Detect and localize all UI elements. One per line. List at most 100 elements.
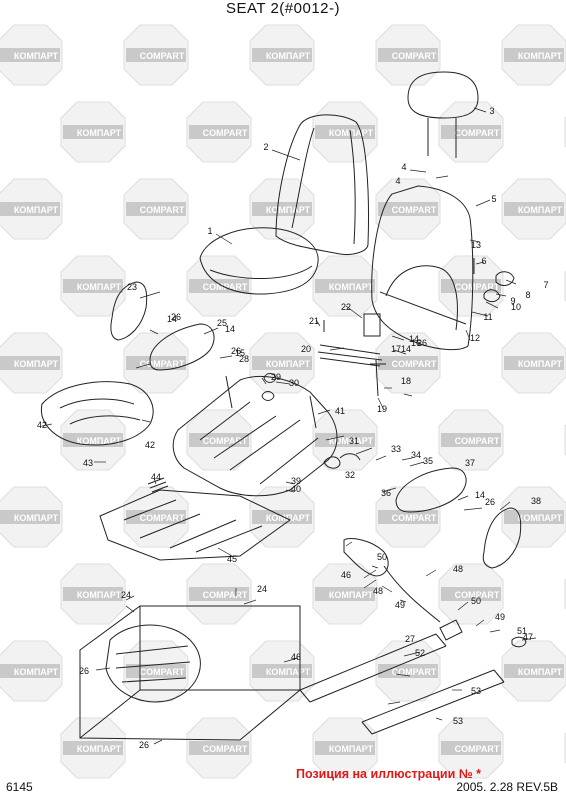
watermark-text: КОМПАРТ xyxy=(77,436,122,446)
leader-line xyxy=(465,329,471,341)
watermark-text: КОМПАРТ xyxy=(266,513,311,523)
leader-line xyxy=(485,301,499,309)
part-callout-label: 53 xyxy=(453,716,463,726)
watermark-mark: КОМПАРТ xyxy=(249,24,315,86)
part-callout-label: 40 xyxy=(291,484,301,494)
part-callout-label: 5 xyxy=(491,194,496,204)
watermark-text: COMPART xyxy=(140,51,185,61)
watermark-mark: КОМПАРТ xyxy=(249,332,315,394)
leader-line xyxy=(325,435,345,441)
part-callout-label: 50 xyxy=(377,552,387,562)
watermark-mark: COMPART xyxy=(375,24,441,86)
watermark-mark: COMPART xyxy=(438,563,504,625)
leader-line xyxy=(149,329,159,335)
watermark-text: COMPART xyxy=(392,51,437,61)
part-7-knob xyxy=(495,271,515,286)
part-9-knob xyxy=(483,289,501,303)
part-callout-label: 14 xyxy=(401,344,411,354)
part-callout-label: 13 xyxy=(471,240,481,250)
watermark-mark: КОМПАРТ xyxy=(501,332,566,394)
leader-line xyxy=(393,349,407,355)
part-callout-label: 24 xyxy=(257,584,267,594)
watermark-mark: КОМПАРТ xyxy=(60,101,126,163)
part-callout-label: 45 xyxy=(227,554,237,564)
watermark-text: КОМПАРТ xyxy=(266,205,311,215)
leader-line xyxy=(261,377,267,385)
part-callout-label: 14 xyxy=(225,324,235,334)
watermark-mark: КОМПАРТ xyxy=(249,486,315,548)
leader-line xyxy=(217,547,233,557)
part-callout-label: 51 xyxy=(517,626,527,636)
watermark-text: COMPART xyxy=(392,667,437,677)
watermark-mark: COMPART xyxy=(375,486,441,548)
part-callout-label: 21 xyxy=(309,316,319,326)
part-44-base-frame xyxy=(99,489,291,561)
watermark-mark: COMPART xyxy=(123,332,189,394)
part-28-washer xyxy=(263,373,277,383)
part-31-hook xyxy=(323,456,341,469)
leader-line xyxy=(271,149,301,161)
part-40-frame xyxy=(172,375,338,497)
revision-date: 2005. 2.28 REV.5B xyxy=(456,780,558,794)
leader-line xyxy=(377,397,385,411)
part-callout-label: 26 xyxy=(139,740,149,750)
watermark-mark: COMPART xyxy=(186,717,252,779)
watermark-mark: КОМПАРТ xyxy=(0,178,63,240)
part-13-back-frame xyxy=(371,185,474,351)
part-50-buckle-end xyxy=(439,619,527,648)
part-callout-label: 26 xyxy=(417,338,427,348)
part-callout-label: 26 xyxy=(231,346,241,356)
part-callout-label: 14 xyxy=(167,314,177,324)
leader-line xyxy=(475,199,491,207)
watermark-text: КОМПАРТ xyxy=(14,51,59,61)
watermark-text: COMPART xyxy=(392,205,437,215)
part-callout-label: 39 xyxy=(291,476,301,486)
part-2-backrest-seam xyxy=(291,127,356,245)
watermark-text: КОМПАРТ xyxy=(329,590,374,600)
part-callout-label: 44 xyxy=(151,472,161,482)
watermark-text: COMPART xyxy=(140,667,185,677)
part-callout-label: 28 xyxy=(239,354,249,364)
part-23-panel xyxy=(110,281,148,341)
part-callout-label: 23 xyxy=(127,282,137,292)
watermark-text: КОМПАРТ xyxy=(329,128,374,138)
watermark-mark: КОМПАРТ xyxy=(501,24,566,86)
leader-line xyxy=(475,619,485,627)
part-callout-label: 41 xyxy=(335,406,345,416)
watermark-mark: КОМПАРТ xyxy=(249,178,315,240)
watermark-mark: COMPART xyxy=(438,717,504,779)
watermark-text: COMPART xyxy=(455,128,500,138)
leader-line xyxy=(315,319,321,327)
part-44-base-inner xyxy=(123,499,263,553)
part-3-headrest-posts xyxy=(427,118,457,158)
part-51-slide-rail xyxy=(299,633,447,703)
leader-line xyxy=(401,457,413,461)
leader-line xyxy=(41,423,53,427)
watermark-mark: КОМПАРТ xyxy=(249,640,315,702)
part-callout-label: 52 xyxy=(415,648,425,658)
watermark-mark: КОМПАРТ xyxy=(312,255,378,317)
part-45-bellows-ribs xyxy=(115,645,191,683)
leader-line xyxy=(403,651,421,657)
watermark-text: COMPART xyxy=(455,744,500,754)
leader-line xyxy=(219,355,233,359)
watermark-text: КОМПАРТ xyxy=(14,359,59,369)
part-45-suspension-top xyxy=(79,606,300,739)
part-callout-label: 53 xyxy=(471,686,481,696)
watermark-mark: COMPART xyxy=(123,178,189,240)
leader-line xyxy=(457,495,469,501)
watermark-text: COMPART xyxy=(140,205,185,215)
leader-line xyxy=(473,107,487,113)
watermark-mark: КОМПАРТ xyxy=(501,640,566,702)
leader-line xyxy=(329,347,345,351)
part-19-lever xyxy=(370,359,386,397)
leader-line xyxy=(469,239,481,243)
watermark-text: КОМПАРТ xyxy=(77,128,122,138)
watermark-text: КОМПАРТ xyxy=(77,282,122,292)
leader-line xyxy=(495,293,507,297)
part-callout-label: 34 xyxy=(411,450,421,460)
watermark-mark: COMPART xyxy=(438,409,504,471)
part-callout-label: 4 xyxy=(395,176,400,186)
watermark-text: КОМПАРТ xyxy=(77,744,122,754)
